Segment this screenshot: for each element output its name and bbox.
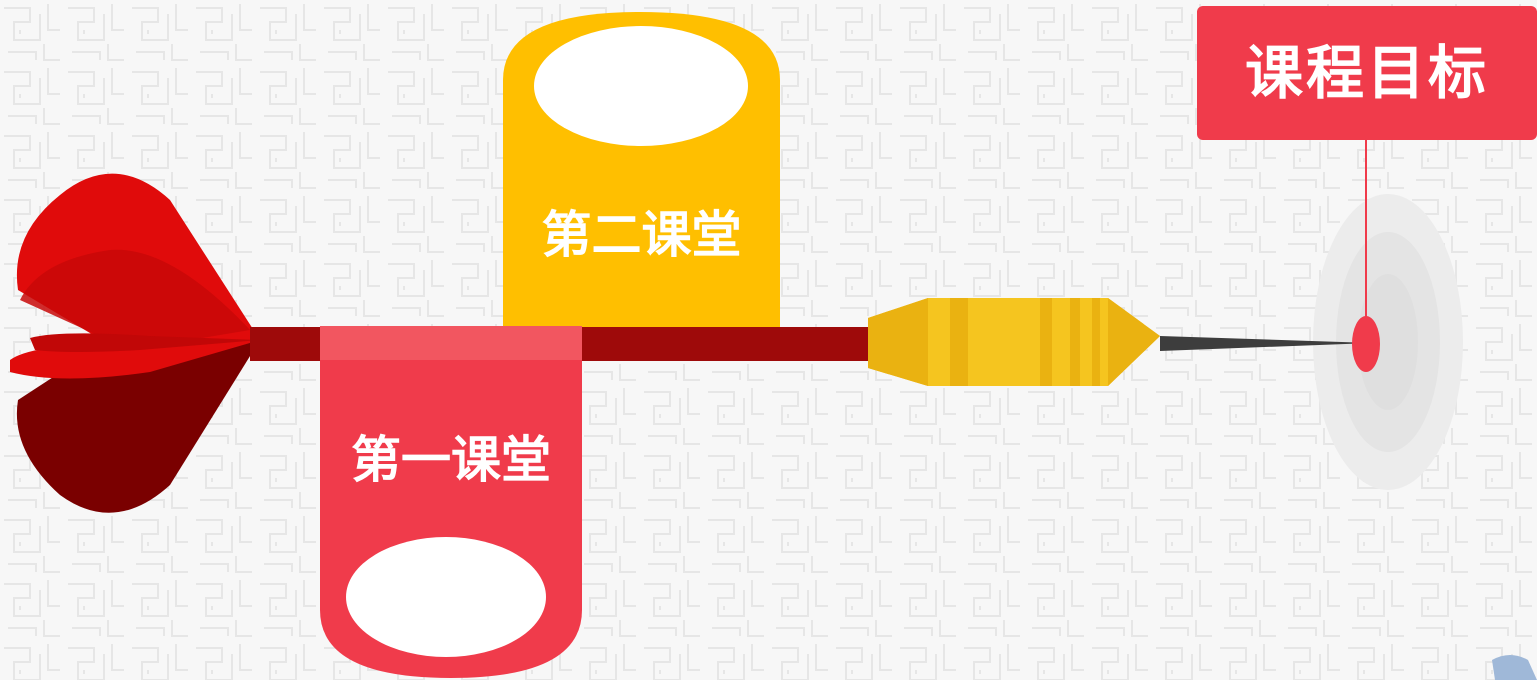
- title-banner: [1197, 6, 1537, 140]
- second-stage-hole: [534, 26, 748, 146]
- target-icon: [1313, 194, 1463, 490]
- bullseye-dot: [1352, 316, 1380, 372]
- second-stage-label: 第二课堂: [541, 206, 742, 264]
- second-stage-banner: [503, 12, 780, 360]
- first-stage-hole: [346, 537, 546, 657]
- first-stage-label: 第一课堂: [351, 431, 551, 489]
- first-stage-banner: [320, 326, 582, 678]
- page-title: 课程目标: [1244, 39, 1489, 107]
- corner-decoration: [1492, 655, 1537, 680]
